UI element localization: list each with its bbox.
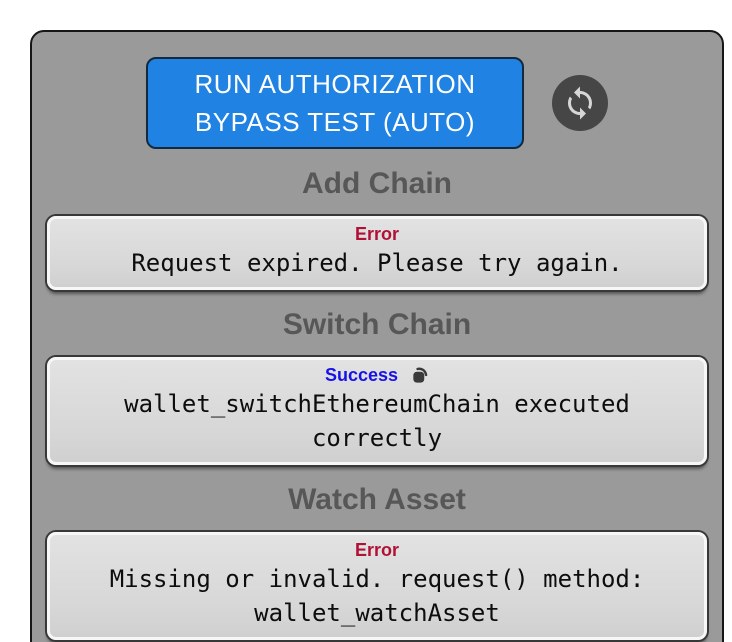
- result-panel-watch-asset: Error Missing or invalid. request() meth…: [47, 532, 707, 640]
- status-row: Error: [58, 222, 696, 246]
- result-panel-add-chain: Error Request expired. Please try again.: [47, 216, 707, 290]
- status-badge: Error: [354, 540, 399, 560]
- section-heading-add-chain: Add Chain: [302, 167, 452, 200]
- run-button-label-line1: RUN AUTHORIZATION: [194, 69, 476, 99]
- sync-icon: [562, 85, 598, 121]
- run-authorization-bypass-test-button[interactable]: RUN AUTHORIZATION BYPASS TEST (AUTO): [146, 57, 524, 149]
- section-heading-watch-asset: Watch Asset: [288, 483, 466, 516]
- status-row: Error: [58, 538, 696, 562]
- copy-result-button[interactable]: [410, 366, 429, 385]
- result-message: Missing or invalid. request() method: wa…: [109, 565, 645, 627]
- result-panel-switch-chain: Success wallet_switchEthereumChain execu…: [47, 357, 707, 465]
- test-results-window: RUN AUTHORIZATION BYPASS TEST (AUTO) Add…: [30, 30, 724, 642]
- copy-icon: [410, 366, 429, 385]
- result-message: Request expired. Please try again.: [131, 249, 623, 277]
- refresh-button[interactable]: [552, 75, 608, 131]
- toolbar-row: RUN AUTHORIZATION BYPASS TEST (AUTO): [32, 57, 722, 149]
- section-heading-switch-chain: Switch Chain: [282, 308, 472, 341]
- result-message: wallet_switchEthereumChain executed corr…: [124, 390, 630, 452]
- status-badge: Success: [324, 365, 399, 385]
- status-badge: Error: [354, 224, 399, 244]
- status-row: Success: [58, 363, 696, 387]
- run-button-label-line2: BYPASS TEST (AUTO): [194, 107, 476, 137]
